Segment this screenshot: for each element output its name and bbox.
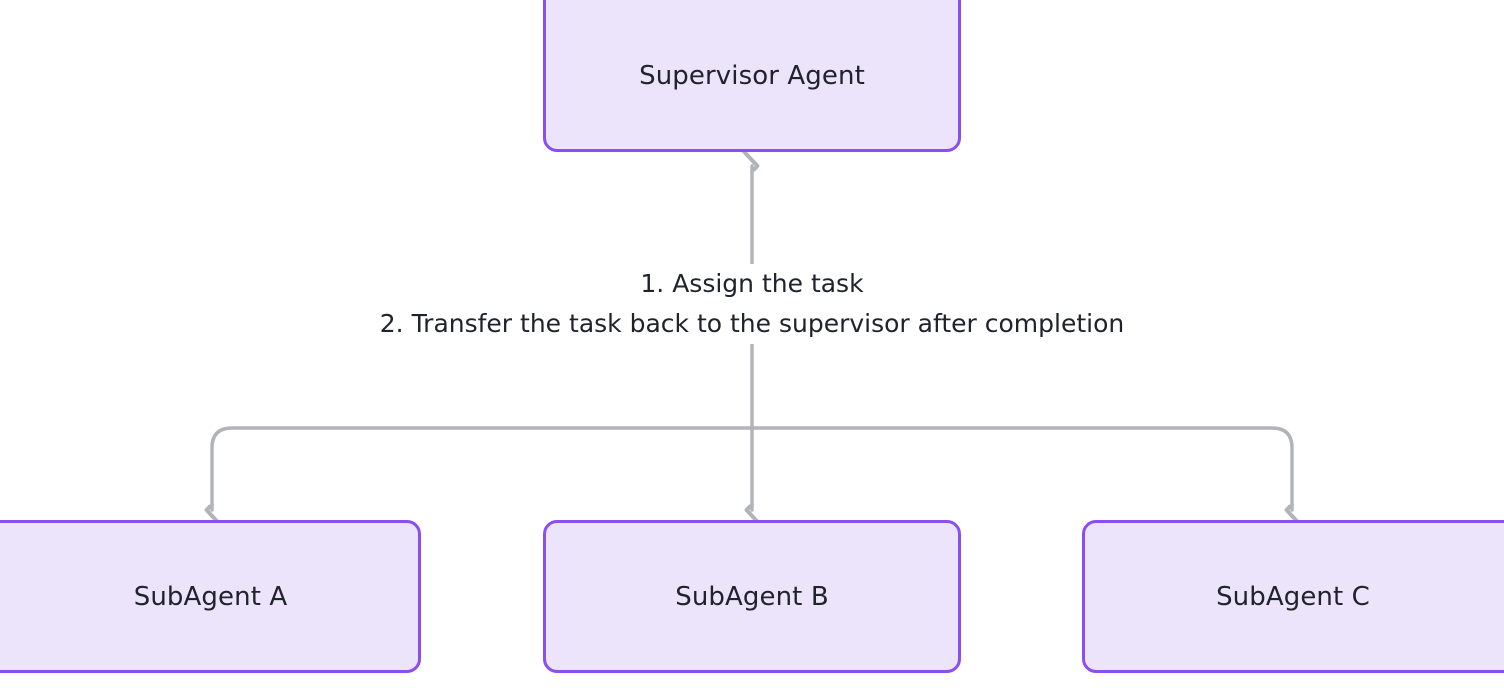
node-subagent-a[interactable]: SubAgent A (0, 520, 421, 673)
edge-label-transfer-back: 2. Transfer the task back to the supervi… (376, 304, 1128, 344)
edge-label-assign-task: 1. Assign the task (637, 264, 867, 304)
edge-label-group: 1. Assign the task 2. Transfer the task … (0, 264, 1504, 344)
node-subagent-c[interactable]: SubAgent C (1082, 520, 1504, 673)
edge-to-subagent-c (750, 426, 1292, 510)
edge-label-line-1-row: 1. Assign the task (0, 264, 1504, 304)
edge-to-subagent-a (212, 426, 754, 510)
node-subagent-b[interactable]: SubAgent B (543, 520, 961, 673)
edge-label-line-2-row: 2. Transfer the task back to the supervi… (0, 304, 1504, 344)
node-supervisor-agent[interactable]: Supervisor Agent (543, 0, 961, 152)
node-subagent-b-label: SubAgent B (675, 581, 829, 612)
node-supervisor-agent-label: Supervisor Agent (639, 61, 865, 91)
node-subagent-a-label: SubAgent A (133, 581, 288, 612)
node-subagent-c-label: SubAgent C (1216, 581, 1370, 612)
